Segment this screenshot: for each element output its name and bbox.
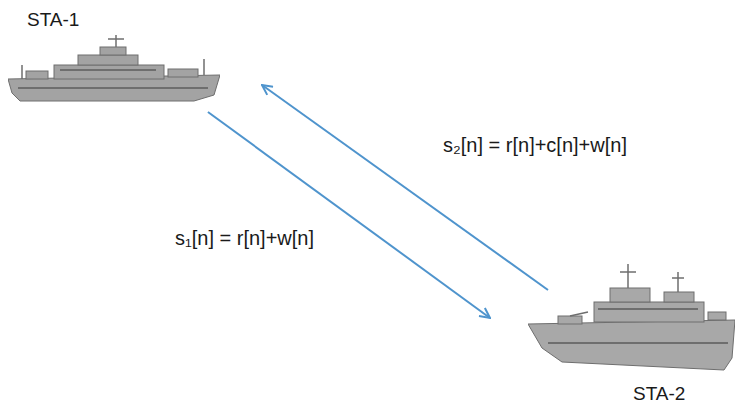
signal-arrow	[262, 85, 548, 290]
ship-illustration	[8, 35, 220, 110]
station-name: STA-1	[27, 10, 79, 31]
signal-label: s₁[n] = r[n]+w[n]	[172, 226, 317, 251]
station-name: STA-2	[633, 384, 685, 405]
ship-station: STA-2	[528, 262, 735, 407]
ship-station: STA-1	[8, 8, 220, 110]
ship-illustration	[528, 262, 735, 374]
signal-label: s₂[n] = r[n]+c[n]+w[n]	[440, 133, 630, 158]
